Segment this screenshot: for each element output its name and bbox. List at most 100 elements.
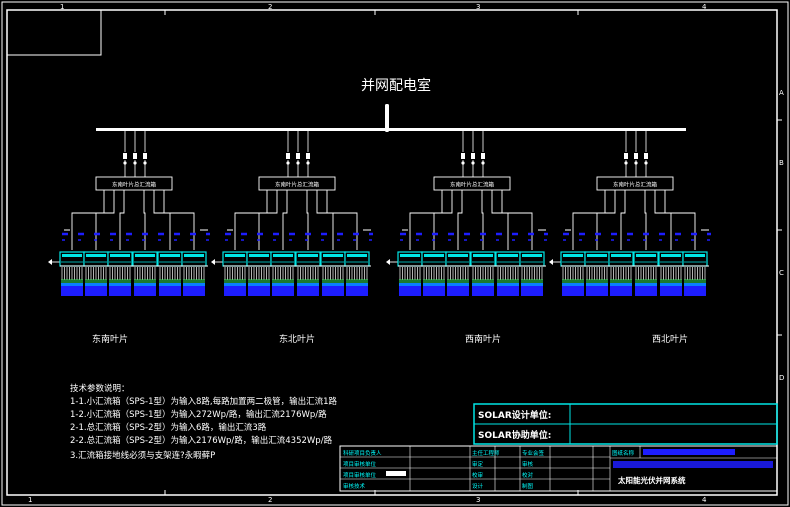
branch-cable: [153, 190, 171, 250]
pv-array-block: [248, 283, 270, 296]
sub-combiner-bar: [298, 254, 318, 257]
col-number-bottom-1: 1: [28, 496, 32, 504]
notes-heading: 技术参数说明：: [70, 383, 130, 394]
pv-array-highlight: [248, 283, 270, 286]
main-busbar: [96, 128, 686, 131]
group-label-northwest: 西北叶片: [652, 333, 688, 345]
string-fuse-strip: [447, 279, 469, 283]
combiner-group-1: 东南叶片总汇流箱: [48, 131, 210, 296]
pv-array-highlight: [85, 283, 107, 286]
pv-array-highlight: [159, 283, 181, 286]
ground-arrow-icon: [211, 259, 215, 265]
row-letter-a: A: [779, 89, 784, 97]
sub-combiner-bar: [400, 254, 420, 257]
sign-row-1-left: 科研项目负责人: [343, 449, 382, 457]
main-combiner-box: [433, 176, 511, 191]
feeder-breaker: [306, 153, 310, 159]
sub-combiner-bar: [135, 254, 155, 257]
branch-cable: [572, 190, 606, 250]
feeder-breaker: [481, 153, 485, 159]
string-fuse-strip: [684, 279, 706, 283]
pv-array-block: [272, 283, 294, 296]
string-fuse-strip: [297, 279, 319, 283]
sign-row-2-mid2: 审核: [522, 460, 534, 468]
pv-array-block: [497, 283, 519, 296]
branch-cable: [620, 190, 626, 250]
design-unit-label: SOLAR设计单位:: [478, 409, 551, 421]
feeder-breaker: [644, 153, 648, 159]
branch-cable: [119, 190, 125, 250]
feeder-breaker: [296, 153, 300, 159]
string-fuse-strip: [248, 279, 270, 283]
pv-array-block: [562, 283, 584, 296]
sub-combiner-bar: [473, 254, 493, 257]
branch-cable: [316, 190, 334, 250]
sub-combiner-bar: [184, 254, 204, 257]
feeder-breaker: [461, 153, 465, 159]
pv-array-block: [297, 283, 319, 296]
sign-row-4-mid: 设计: [472, 482, 484, 490]
sub-combiner-bar: [249, 254, 269, 257]
string-fuse-strip: [423, 279, 445, 283]
pv-array-highlight: [562, 283, 584, 286]
string-fuse-strip: [497, 279, 519, 283]
sub-combiner-bar: [160, 254, 180, 257]
notes-line-3: 2-1.总汇流箱（SPS-2型）为输入6路，输出汇流3路: [70, 422, 267, 433]
branch-cable: [95, 190, 115, 250]
main-combiner-box: [95, 176, 173, 191]
ground-arrow-icon: [549, 259, 553, 265]
col-number-top-1: 1: [60, 3, 64, 11]
project-name: 太阳能光伏并网系统: [618, 475, 686, 485]
string-fuse-strip: [61, 279, 83, 283]
sign-row-2-left: 项目审核单位: [343, 460, 377, 468]
pv-array-highlight: [521, 283, 543, 286]
main-combiner-box: [596, 176, 674, 191]
sign-row-4-left: 审核技术: [343, 482, 366, 490]
pv-array-block: [635, 283, 657, 296]
branch-cable: [306, 190, 309, 250]
pv-array-block: [61, 283, 83, 296]
pv-array-block: [447, 283, 469, 296]
branch-cable: [409, 190, 443, 250]
pv-array-block: [346, 283, 368, 296]
pv-array-block: [684, 283, 706, 296]
sign-row-4-mid2: 制图: [522, 482, 534, 490]
pv-array-highlight: [183, 283, 205, 286]
pv-array-block: [472, 283, 494, 296]
ground-arrow-icon: [386, 259, 390, 265]
sign-row-2-mid: 审定: [472, 460, 484, 468]
sub-combiner-bar: [110, 254, 130, 257]
branch-cable: [644, 190, 647, 250]
col-number-top-2: 2: [268, 3, 272, 11]
feeder-breaker: [143, 153, 147, 159]
string-fuse-strip: [85, 279, 107, 283]
pv-array-highlight: [134, 283, 156, 286]
col-number-bottom-4: 4: [702, 496, 707, 504]
branch-cable: [457, 190, 463, 250]
branch-cable: [664, 190, 696, 250]
sub-combiner-bar: [587, 254, 607, 257]
branch-cable: [654, 190, 672, 250]
pv-array-highlight: [472, 283, 494, 286]
pv-array-block: [586, 283, 608, 296]
string-fuse-strip: [224, 279, 246, 283]
drawing-name-label: 图纸名称: [612, 449, 635, 457]
branch-cable: [326, 190, 358, 250]
col-number-bottom-2: 2: [268, 496, 272, 504]
feeder-breaker: [634, 153, 638, 159]
corner-stamp-box: [6, 9, 102, 56]
notes-line-2: 1-2.小汇流箱（SPS-1型）为输入272Wp/路，输出汇流2176Wp/路: [70, 409, 327, 420]
pv-array-highlight: [109, 283, 131, 286]
string-fuse-strip: [272, 279, 294, 283]
pv-array-highlight: [272, 283, 294, 286]
top-zone-marks: [164, 10, 782, 495]
sub-combiner-bar: [86, 254, 106, 257]
group-label-northeast: 东北叶片: [279, 333, 315, 345]
pv-array-block: [423, 283, 445, 296]
string-fuse-strip: [635, 279, 657, 283]
pv-array-block: [322, 283, 344, 296]
sub-combiner-bar: [225, 254, 245, 257]
pv-array-highlight: [346, 283, 368, 286]
group-label-southeast: 东南叶片: [92, 333, 128, 345]
